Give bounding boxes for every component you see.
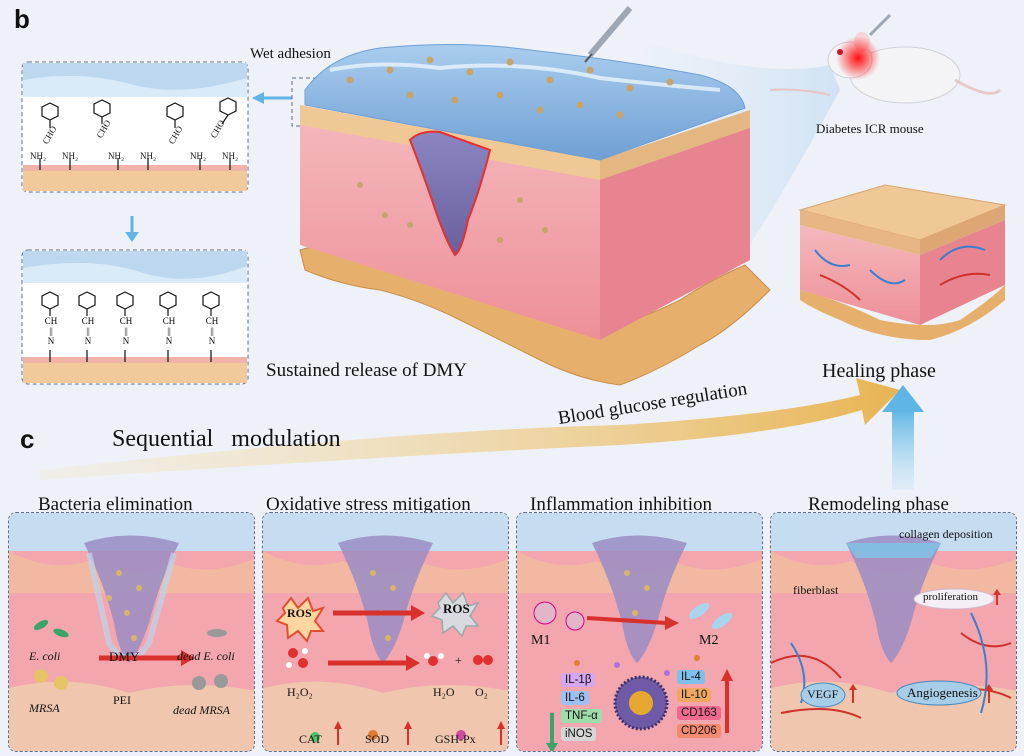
subpanel-art (771, 513, 1016, 751)
imine-column: CH||N (117, 316, 135, 346)
proliferation-label: proliferation (923, 591, 978, 603)
subpanel-art (9, 513, 254, 751)
chip-cd163: CD163 (677, 706, 721, 720)
double-bond: || (124, 326, 128, 336)
chip-il10: IL-10 (677, 688, 712, 702)
panel-letter-c: c (20, 424, 35, 454)
amine-group: NH₂ (140, 151, 157, 161)
chip-inos: iNOS (561, 727, 597, 741)
sod-label: SOD (365, 732, 390, 746)
dmy-label: DMY (109, 649, 140, 664)
healing-phase-label: Healing phase (822, 360, 936, 382)
h2o-label: H₂O (433, 685, 455, 699)
glucose-arrow (40, 378, 900, 480)
chip-il4: IL-4 (677, 670, 705, 684)
m2-label: M2 (699, 633, 719, 648)
fiberblast-label: fiberblast (793, 583, 839, 597)
pei-label: PEI (113, 693, 131, 707)
double-bond: || (210, 326, 214, 336)
o2-label: O₂ (475, 685, 488, 699)
subpanel-remodeling: collagen deposition fiberblast prolifera… (770, 512, 1017, 752)
ch-label: CH (162, 316, 176, 326)
plus-sign: + (455, 653, 462, 667)
subpanel-oxidative: ROS ROS H₂O₂ H₂O + O₂ CAT SOD GSH-Px (262, 512, 509, 752)
title-bacteria: Bacteria elimination (38, 494, 193, 515)
chip-cd206: CD206 (677, 724, 721, 738)
subpanel-art (517, 513, 762, 751)
title-remodeling: Remodeling phase (808, 494, 949, 515)
ch-label: CH (81, 316, 95, 326)
dead-ecoli-label: dead E. coli (177, 649, 235, 663)
ch-label: CH (44, 316, 58, 326)
main-skin-block (299, 6, 771, 386)
chem-box-top (21, 61, 249, 193)
double-bond: || (167, 326, 171, 336)
amine-group: NH₂ (30, 151, 47, 161)
title-oxidative: Oxidative stress mitigation (266, 494, 471, 515)
subpanel-bacteria: E. coli DMY dead E. coli MRSA PEI dead M… (8, 512, 255, 752)
n-label: N (84, 336, 92, 346)
benzene-rings-bottom (41, 291, 220, 362)
ch-label: CH (119, 316, 133, 326)
amine-group: NH₂ (108, 151, 125, 161)
sustained-release-label: Sustained release of DMY (266, 360, 468, 381)
title-inflammation: Inflammation inhibition (530, 494, 713, 515)
benzene-rings-top (39, 97, 237, 170)
chem-box-bottom (21, 249, 249, 385)
subpanel-inflammation: M1 M2 IL-1β IL-6 TNF-α iNOS IL-4 IL-10 C… (516, 512, 763, 752)
n-label: N (208, 336, 216, 346)
imine-column: CH||N (203, 316, 221, 346)
amine-group: NH₂ (62, 151, 79, 161)
wet-adhesion-label: Wet adhesion (250, 46, 331, 62)
n-label: N (122, 336, 130, 346)
panel-letter-b: b (14, 4, 30, 34)
gsh-label: GSH-Px (435, 732, 476, 746)
ros-label-1: ROS (287, 606, 312, 620)
healing-up-arrow (882, 385, 924, 490)
ros-label-2: ROS (443, 601, 470, 616)
vegf-label: VEGF (807, 687, 839, 701)
h2o2-label: H₂O₂ (287, 685, 313, 699)
mouse-label: Diabetes ICR mouse (816, 121, 924, 136)
imine-column: CH||N (79, 316, 97, 346)
m1-label: M1 (531, 633, 551, 648)
imine-column: CH||N (42, 316, 60, 346)
ecoli-label: E. coli (29, 649, 61, 663)
angiogenesis-label: Angiogenesis (907, 685, 978, 700)
amine-group: NH₂ (190, 151, 207, 161)
mouse-illustration (769, 13, 1002, 104)
chip-tnfa: TNF-α (561, 709, 602, 723)
double-bond: || (86, 326, 90, 336)
n-label: N (165, 336, 173, 346)
n-label: N (47, 336, 55, 346)
mrsa-label: MRSA (29, 701, 60, 715)
double-bond: || (49, 326, 53, 336)
ch-label: CH (205, 316, 219, 326)
cat-label: CAT (299, 732, 322, 746)
amine-group: NH₂ (222, 151, 239, 161)
chip-il1b: IL-1β (561, 673, 596, 687)
sequential-modulation-label: Sequential modulation (112, 426, 341, 452)
subpanel-art (263, 513, 508, 751)
collagen-label: collagen deposition (899, 527, 993, 541)
chip-il6: IL-6 (561, 691, 589, 705)
healing-skin-block (798, 184, 1007, 340)
dead-mrsa-label: dead MRSA (173, 703, 230, 717)
imine-column: CH||N (160, 316, 178, 346)
